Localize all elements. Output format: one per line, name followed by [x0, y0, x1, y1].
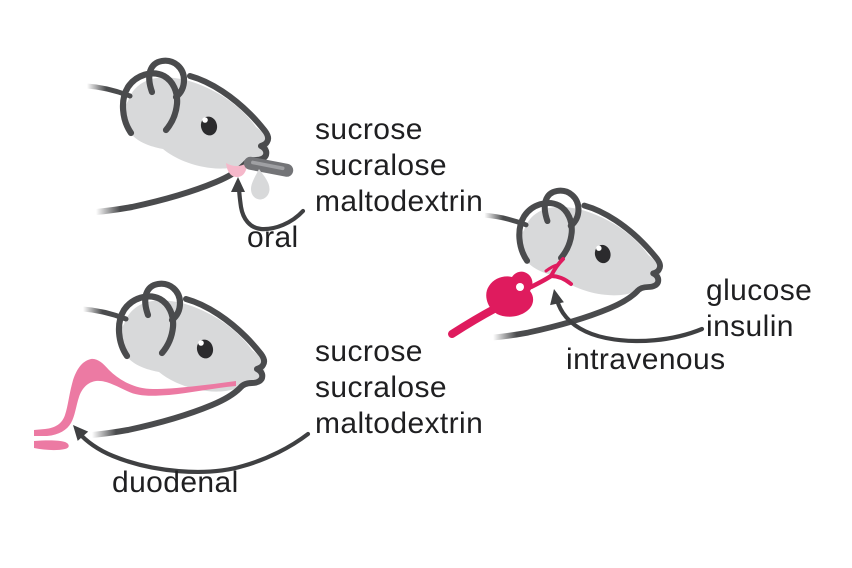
intravenous-route-label: intravenous: [566, 343, 726, 376]
intravenous-substances-list: glucose insulin: [706, 273, 812, 345]
tongue-shape: [226, 163, 247, 177]
catheter-port-hole: [516, 283, 524, 291]
duodenal-route-label: duodenal: [112, 466, 239, 499]
intravenous-arrowhead: [550, 289, 564, 306]
substance-item: sucrose: [315, 335, 423, 368]
substance-item: glucose: [706, 274, 813, 307]
iv-catheter-port-shape: [486, 271, 534, 317]
substance-item: maltodextrin: [315, 185, 484, 218]
duodenal-mouse: [83, 284, 264, 435]
duodenal-route-artwork: [34, 358, 311, 474]
duodenum-tip-shape: [34, 440, 69, 451]
duodenal-substances-list: sucrose sucralose maltodextrin: [315, 334, 483, 442]
intravenous-arrow: [553, 293, 705, 344]
oral-route-artwork: [226, 156, 306, 232]
catheter-line: [448, 304, 500, 338]
oral-arrow: [236, 183, 306, 232]
liquid-droplet-icon: [251, 169, 270, 200]
duodenal-arrowhead: [73, 425, 89, 441]
jugular-vessels: [528, 257, 573, 290]
substance-item: sucralose: [315, 149, 447, 182]
duodenal-arrow: [76, 430, 311, 474]
oral-arrowhead: [231, 177, 245, 192]
oral-substances-list: sucrose sucralose maltodextrin: [315, 112, 483, 220]
oral-route-label: oral: [247, 221, 299, 254]
substance-item: sucralose: [315, 371, 447, 404]
gavage-pipette-icon: [243, 156, 294, 177]
substance-item: insulin: [706, 310, 794, 343]
duodenal-gut-shape: [34, 358, 236, 436]
substance-item: sucrose: [315, 113, 423, 146]
intravenous-route-artwork: [448, 257, 705, 344]
substance-item: maltodextrin: [315, 407, 484, 440]
